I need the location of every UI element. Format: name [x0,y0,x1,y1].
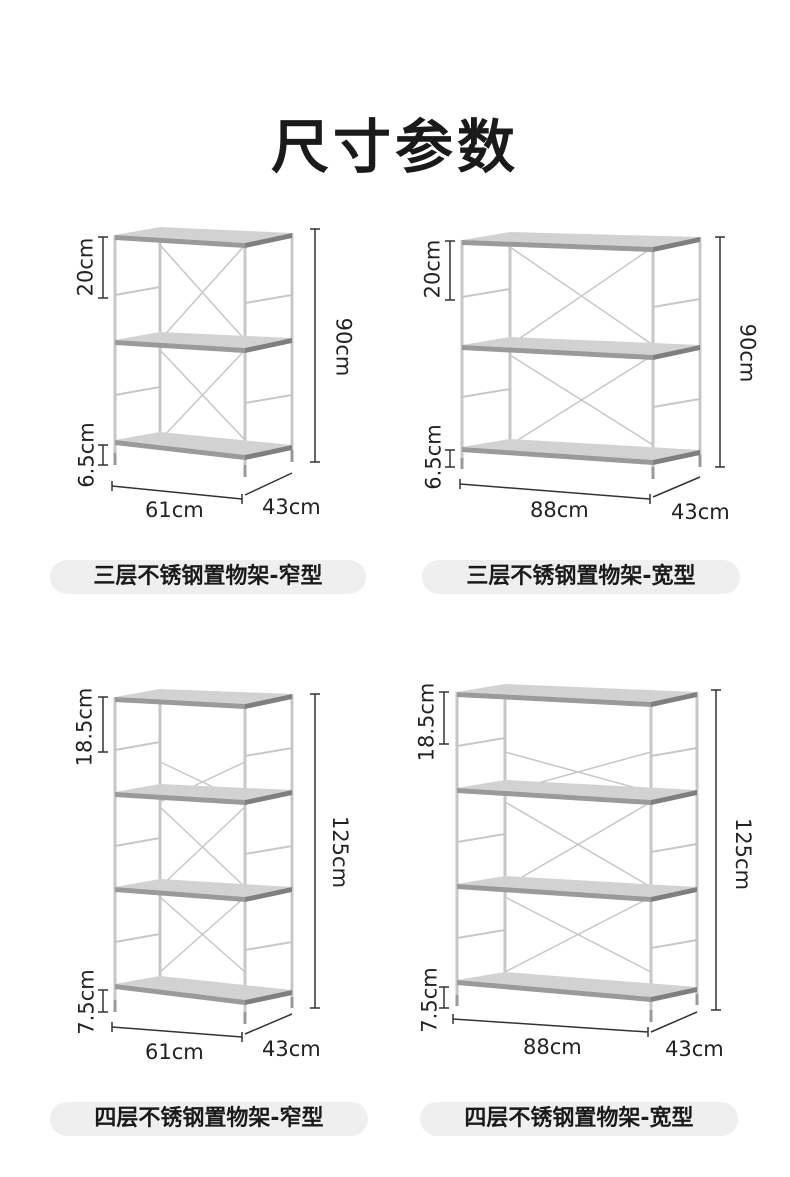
product-name-badge: 四层不锈钢置物架-宽型 [420,1102,738,1136]
product-panel-4-wide: 18.5cm 7.5cm 125cm 88cm 43cm [395,672,790,1072]
depth-label: 43cm [262,495,321,519]
bottom-gap-label: 6.5cm [74,422,99,488]
depth-label: 43cm [262,1037,321,1061]
width-label: 88cm [530,498,589,522]
top-gap-label: 18.5cm [72,687,97,767]
product-panel-3-narrow: 20cm 6.5cm 90cm 61cm 43cm [0,215,395,522]
bottom-gap-label: 7.5cm [74,969,99,1035]
shelf-4-wide-illustration [439,684,721,1037]
width-label: 61cm [145,498,204,522]
top-gap-label: 20cm [73,237,98,297]
height-label: 125cm [328,815,353,889]
height-label: 125cm [731,817,756,891]
depth-label: 43cm [665,1037,724,1061]
height-label: 90cm [735,323,760,383]
product-name-badge: 四层不锈钢置物架-窄型 [50,1102,368,1136]
shelf-3-narrow-illustration [98,227,320,504]
page-title: 尺寸参数 [270,113,519,181]
bottom-gap-label: 6.5cm [421,424,446,490]
bottom-gap-label: 7.5cm [417,967,442,1033]
top-gap-label: 20cm [420,239,445,299]
product-panel-4-narrow: 18.5cm 7.5cm 125cm 61cm 43cm [0,672,395,1072]
product-name-badge: 三层不锈钢置物架-窄型 [50,560,366,594]
shelf-3-wide-illustration [445,232,725,504]
height-label: 90cm [331,317,356,377]
width-label: 88cm [523,1035,582,1059]
width-label: 61cm [145,1040,204,1064]
shelf-4-narrow-illustration [98,689,320,1042]
product-panel-3-wide: 20cm 6.5cm 90cm 88cm 43cm [395,215,790,524]
depth-label: 43cm [671,500,730,524]
product-name-badge: 三层不锈钢置物架-宽型 [422,560,740,594]
top-gap-label: 18.5cm [414,682,439,762]
